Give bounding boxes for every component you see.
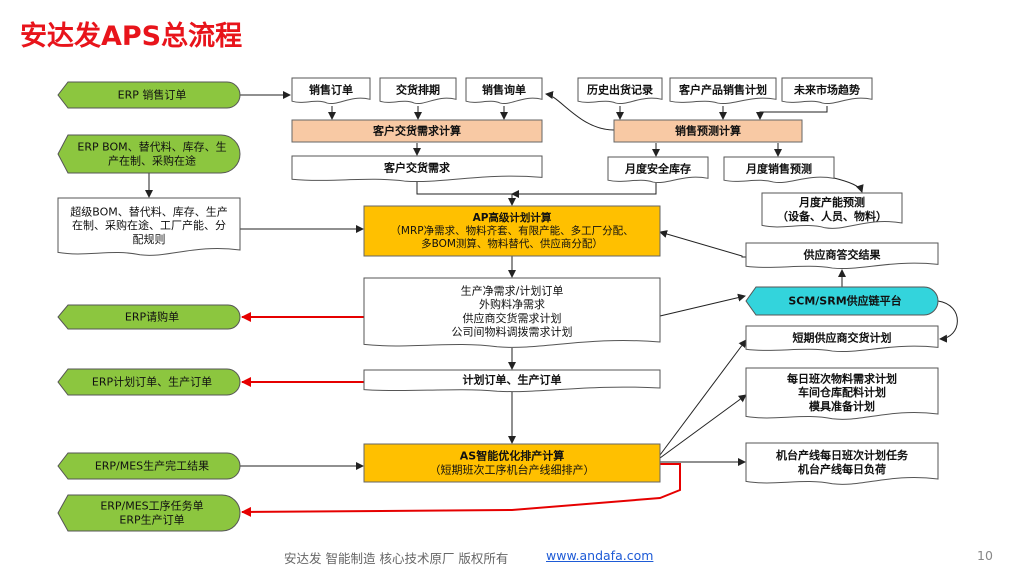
footer-link[interactable]: www.andafa.com (546, 548, 654, 563)
node-scm-srm: SCM/SRM供应链平台 (745, 286, 939, 316)
node-erp-mes-done: ERP/MES生产完工结果 (57, 452, 241, 480)
node-label: 客户产品销售计划 (678, 82, 767, 96)
node-label: 配规则 (133, 232, 166, 246)
node-label: 外购料净需求 (479, 297, 545, 311)
node-label: 多BOM测算、物料替代、供应商分配） (421, 237, 603, 250)
footer-copyright: 安达发 智能制造 核心技术原厂 版权所有 (284, 551, 509, 566)
node-label: （设备、人员、物料） (777, 209, 887, 223)
node-label: ERP计划订单、生产订单 (92, 375, 212, 389)
node-erp-plan-order: ERP计划订单、生产订单 (57, 368, 241, 396)
node-cust-demand: 客户交货需求 (291, 155, 543, 182)
node-sales-order: 销售订单 (291, 77, 371, 105)
node-label: 短期供应商交货计划 (793, 330, 892, 344)
node-label: 每日班次物料需求计划 (787, 371, 897, 385)
node-label: 公司间物料调拨需求计划 (452, 325, 573, 339)
node-supplier-reply: 供应商答交结果 (745, 242, 939, 270)
node-label: 月度销售预测 (745, 161, 812, 175)
node-erp-sales-order: ERP 销售订单 (57, 81, 241, 109)
node-label: 在制、采购在途、工厂产能、分 (72, 218, 226, 232)
node-plan-production-order: 计划订单、生产订单 (363, 369, 661, 393)
node-delivery-schedule: 交货排期 (379, 77, 457, 105)
node-label: 机台产线每日班次计划任务 (776, 448, 909, 462)
node-cust-demand-calc: 客户交货需求计算 (291, 119, 543, 143)
node-label: 机台产线每日负荷 (798, 462, 886, 476)
node-sales-forecast-calc: 销售预测计算 (613, 119, 803, 143)
node-label: 超级BOM、替代料、库存、生产 (70, 204, 228, 218)
node-label: （短期班次工序机台产线细排产） (430, 462, 595, 476)
node-label: 计划订单、生产订单 (463, 373, 562, 387)
node-future-market: 未来市场趋势 (781, 77, 873, 105)
node-customer-sales-plan: 客户产品销售计划 (669, 77, 777, 105)
node-monthly-sales-forecast: 月度销售预测 (723, 156, 835, 184)
node-label: 供应商答交结果 (803, 247, 881, 261)
node-label: 销售询单 (482, 82, 526, 96)
node-label: 生产净需求/计划订单 (461, 283, 564, 297)
node-label: 产在制、采购在途 (108, 153, 196, 167)
node-label: ERP/MES生产完工结果 (95, 459, 209, 473)
connector-lines (145, 91, 958, 517)
node-ap-calc: AP高级计划计算（MRP净需求、物料齐套、有限产能、多工厂分配、多BOM测算、物… (363, 205, 661, 257)
node-label: ERP BOM、替代料、库存、生 (77, 140, 226, 154)
node-label: 客户交货需求 (383, 160, 451, 174)
node-sales-inquiry: 销售询单 (465, 77, 543, 105)
node-monthly-safety-stock: 月度安全库存 (607, 156, 709, 184)
node-label: 未来市场趋势 (793, 82, 860, 96)
node-as-calc: AS智能优化排产计算（短期班次工序机台产线细排产） (363, 443, 661, 483)
node-label: 车间仓库配料计划 (798, 385, 886, 399)
node-label: ERP 销售订单 (118, 88, 187, 102)
node-history-shipping: 历史出货记录 (577, 77, 663, 105)
node-short-supplier-plan: 短期供应商交货计划 (745, 325, 939, 353)
node-label: 历史出货记录 (587, 82, 653, 96)
node-label: AS智能优化排产计算 (460, 449, 564, 463)
node-label: 月度安全库存 (624, 161, 691, 175)
node-label: AP高级计划计算 (473, 211, 552, 224)
node-label: 模具准备计划 (809, 399, 875, 413)
node-label: 月度产能预测 (798, 195, 865, 209)
node-label: ERP生产订单 (119, 512, 184, 526)
node-monthly-capacity-forecast: 月度产能预测（设备、人员、物料） (761, 192, 903, 229)
node-erp-purchase: ERP请购单 (57, 304, 241, 330)
node-label: 销售预测计算 (675, 124, 741, 138)
node-label: SCM/SRM供应链平台 (788, 294, 901, 308)
node-label: 客户交货需求计算 (372, 124, 461, 138)
node-label: 交货排期 (396, 82, 440, 96)
node-label: （MRP净需求、物料齐套、有限产能、多工厂分配、 (390, 224, 633, 237)
page-number: 10 (977, 548, 993, 563)
node-label: ERP请购单 (125, 310, 179, 324)
slide-title: 安达发APS总流程 (20, 21, 243, 52)
node-label: 销售订单 (309, 82, 353, 96)
node-label: ERP/MES工序任务单 (100, 499, 203, 513)
node-label: 供应商交货需求计划 (463, 311, 562, 325)
